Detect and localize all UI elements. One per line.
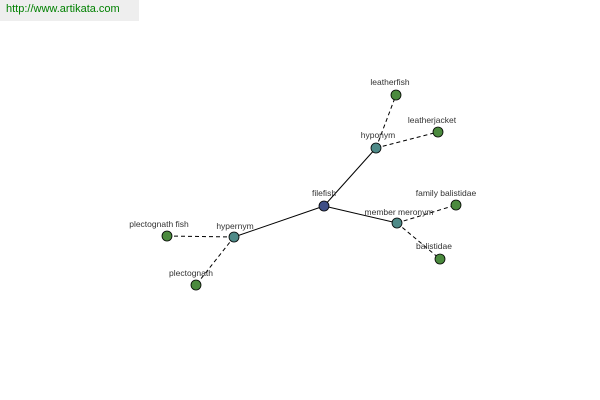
node-circle-hyponym[interactable] bbox=[370, 142, 382, 154]
node-hypernym[interactable]: hypernym bbox=[216, 221, 254, 243]
node-circle-member-meronym[interactable] bbox=[391, 217, 403, 229]
node-label-plectognath-fish[interactable]: plectognath fish bbox=[129, 219, 189, 229]
edge-filefish-to-hyponym bbox=[323, 147, 377, 207]
node-filefish[interactable]: filefish bbox=[312, 188, 336, 212]
edge-hypernym-to-plectognath bbox=[195, 236, 235, 286]
nodes-layer: filefish hyponym hypernym member meronym lea… bbox=[129, 77, 477, 291]
node-circle-balistidae[interactable] bbox=[434, 253, 446, 265]
node-circle-plectognath[interactable] bbox=[190, 279, 202, 291]
node-label-hyponym[interactable]: hyponym bbox=[361, 130, 396, 140]
node-label-member-meronym[interactable]: member meronym bbox=[365, 207, 434, 217]
node-circle-filefish[interactable] bbox=[318, 200, 330, 212]
node-circle-plectognath-fish[interactable] bbox=[161, 230, 173, 242]
node-circle-leatherjacket[interactable] bbox=[432, 126, 444, 138]
node-label-leatherfish[interactable]: leatherfish bbox=[370, 77, 409, 87]
node-label-filefish[interactable]: filefish bbox=[312, 188, 336, 198]
node-label-balistidae[interactable]: balistidae bbox=[416, 241, 452, 251]
node-family-balistidae[interactable]: family balistidae bbox=[416, 188, 477, 211]
node-label-plectognath[interactable]: plectognath bbox=[169, 268, 213, 278]
site-link[interactable]: http://www.artikata.com bbox=[6, 3, 120, 15]
node-balistidae[interactable]: balistidae bbox=[416, 241, 452, 265]
site-banner: http://www.artikata.com bbox=[0, 0, 139, 21]
node-leatherfish[interactable]: leatherfish bbox=[370, 77, 410, 101]
edge-member-meronym-to-balistidae bbox=[396, 222, 441, 260]
node-hyponym[interactable]: hyponym bbox=[361, 130, 396, 154]
node-leatherjacket[interactable]: leatherjacket bbox=[408, 115, 457, 138]
edge-member-meronym-to-family-balistidae bbox=[396, 204, 457, 224]
edge-hypernym-to-plectognath-fish bbox=[166, 235, 235, 238]
node-label-hypernym[interactable]: hypernym bbox=[216, 221, 253, 231]
node-label-leatherjacket[interactable]: leatherjacket bbox=[408, 115, 457, 125]
node-circle-leatherfish[interactable] bbox=[390, 89, 402, 101]
node-plectognath[interactable]: plectognath bbox=[169, 268, 213, 291]
node-plectognath-fish[interactable]: plectognath fish bbox=[129, 219, 189, 242]
edges-layer bbox=[166, 94, 457, 286]
node-label-family-balistidae[interactable]: family balistidae bbox=[416, 188, 477, 198]
edge-hyponym-to-leatherjacket bbox=[375, 131, 439, 149]
node-circle-hypernym[interactable] bbox=[228, 231, 240, 243]
edge-filefish-to-member-meronym bbox=[323, 205, 398, 224]
node-circle-family-balistidae[interactable] bbox=[450, 199, 462, 211]
edge-filefish-to-hypernym bbox=[233, 205, 325, 238]
edge-hyponym-to-leatherfish bbox=[375, 94, 397, 149]
node-member-meronym[interactable]: member meronym bbox=[365, 207, 434, 229]
